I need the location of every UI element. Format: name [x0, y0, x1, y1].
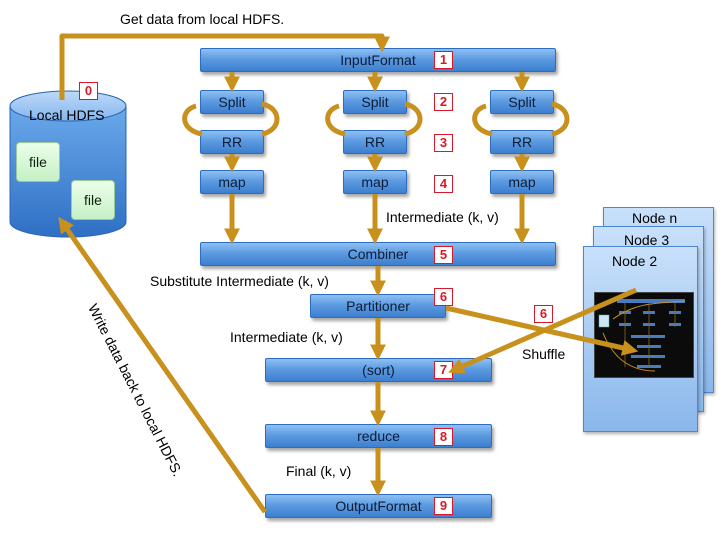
map-box-1: map [200, 170, 264, 194]
step-badge-0: 0 [79, 82, 98, 100]
step-badge-2: 2 [434, 93, 453, 111]
split-box-1: Split [200, 90, 264, 114]
node-n-title: Node n [632, 210, 678, 226]
rr-box-2: RR [343, 130, 407, 154]
file-1: file [16, 142, 60, 182]
step-badge-9: 9 [434, 497, 453, 515]
step-badge-6: 6 [434, 288, 453, 306]
map-box-3: map [490, 170, 554, 194]
step-badge-3: 3 [434, 134, 453, 152]
step-badge-7: 7 [434, 361, 453, 379]
get-data-label: Get data from local HDFS. [120, 11, 285, 27]
node-2-title: Node 2 [612, 253, 658, 269]
node-3-title: Node 3 [624, 232, 670, 248]
rr-box-1: RR [200, 130, 264, 154]
rr-box-3: RR [490, 130, 554, 154]
step-badge-6-shuffle: 6 [534, 305, 553, 323]
map-box-2: map [343, 170, 407, 194]
intermediate-kv-label-2: Intermediate (k, v) [230, 329, 343, 345]
shuffle-label: Shuffle [522, 346, 566, 362]
split-box-2: Split [343, 90, 407, 114]
combiner-box: Combiner [200, 242, 556, 266]
step-badge-5: 5 [434, 246, 453, 264]
local-hdfs-title: Local HDFS [29, 107, 105, 123]
step-badge-4: 4 [434, 175, 453, 193]
partitioner-box: Partitioner [310, 294, 446, 318]
inputformat-box: InputFormat [200, 48, 556, 72]
outputformat-box: OutputFormat [265, 494, 492, 518]
node-diagram-thumbnail [594, 292, 694, 378]
step-badge-8: 8 [434, 428, 453, 446]
final-kv-label: Final (k, v) [286, 463, 352, 479]
sort-box: (sort) [265, 358, 492, 382]
file-2: file [71, 180, 115, 220]
substitute-intermediate-kv-label: Substitute Intermediate (k, v) [150, 273, 329, 289]
intermediate-kv-label: Intermediate (k, v) [386, 209, 499, 225]
split-box-3: Split [490, 90, 554, 114]
step-badge-1: 1 [434, 51, 453, 69]
reduce-box: reduce [265, 424, 492, 448]
